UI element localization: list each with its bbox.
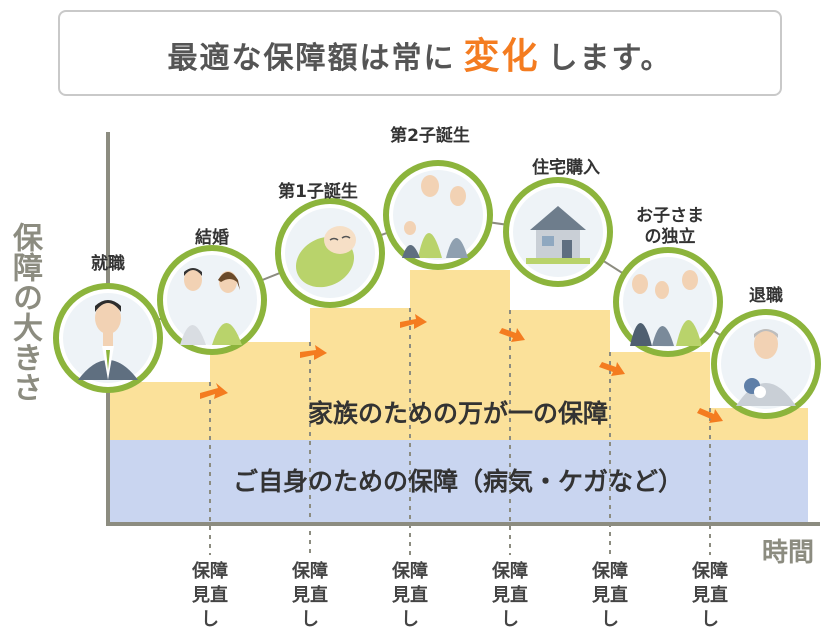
x-axis-label: 時間 xyxy=(762,538,815,568)
title-box: 最適な保障額は常に変化します。 xyxy=(58,10,782,96)
stage-label-independence: お子さまの独立 xyxy=(636,206,704,247)
family-band-label: 家族のための万が一の保障 xyxy=(307,399,609,428)
review-label: 保障見直し xyxy=(392,561,428,630)
review-label: 保障見直し xyxy=(492,561,528,630)
family-coverage-band xyxy=(110,270,808,440)
house-icon xyxy=(503,177,613,287)
life-stage-diagram xyxy=(53,132,821,555)
stage-label-retirement: 退職 xyxy=(749,286,783,306)
title-highlight: 変化 xyxy=(463,36,540,77)
review-label: 保障見直し xyxy=(592,561,628,630)
arrow-icon xyxy=(499,328,525,342)
stage-label-second-child: 第2子誕生 xyxy=(390,126,470,146)
grown-children-icon xyxy=(613,247,723,357)
arrow-icon xyxy=(400,314,427,329)
y-axis-label: 保障の大きさ xyxy=(7,222,42,402)
arrow-icon xyxy=(300,345,327,360)
review-label: 保障見直し xyxy=(292,561,328,630)
new-employee-icon xyxy=(53,283,163,393)
family-icon xyxy=(383,160,493,270)
stage-label-marriage: 結婚 xyxy=(195,228,229,248)
wedding-couple-icon xyxy=(157,245,267,355)
step-arrows xyxy=(200,314,723,423)
arrow-icon xyxy=(599,362,625,376)
baby-icon xyxy=(275,198,385,308)
retiree-icon xyxy=(711,309,821,419)
stage-label-house: 住宅購入 xyxy=(532,158,600,178)
review-label: 保障見直し xyxy=(692,561,728,630)
title-suffix: します。 xyxy=(547,41,673,76)
stage-label-first-child: 第1子誕生 xyxy=(278,182,358,202)
title-prefix: 最適な保障額は常に xyxy=(167,41,456,76)
self-coverage-band xyxy=(110,440,808,522)
arrow-icon xyxy=(200,383,228,399)
arrow-icon xyxy=(697,408,723,423)
self-band-label: ご自身のための保障（病気・ケガなど） xyxy=(232,467,684,496)
review-lines xyxy=(209,308,711,555)
page-title: 最適な保障額は常に変化します。 xyxy=(167,27,672,79)
review-label: 保障見直し xyxy=(192,561,228,630)
stage-label-job: 就職 xyxy=(91,254,125,274)
